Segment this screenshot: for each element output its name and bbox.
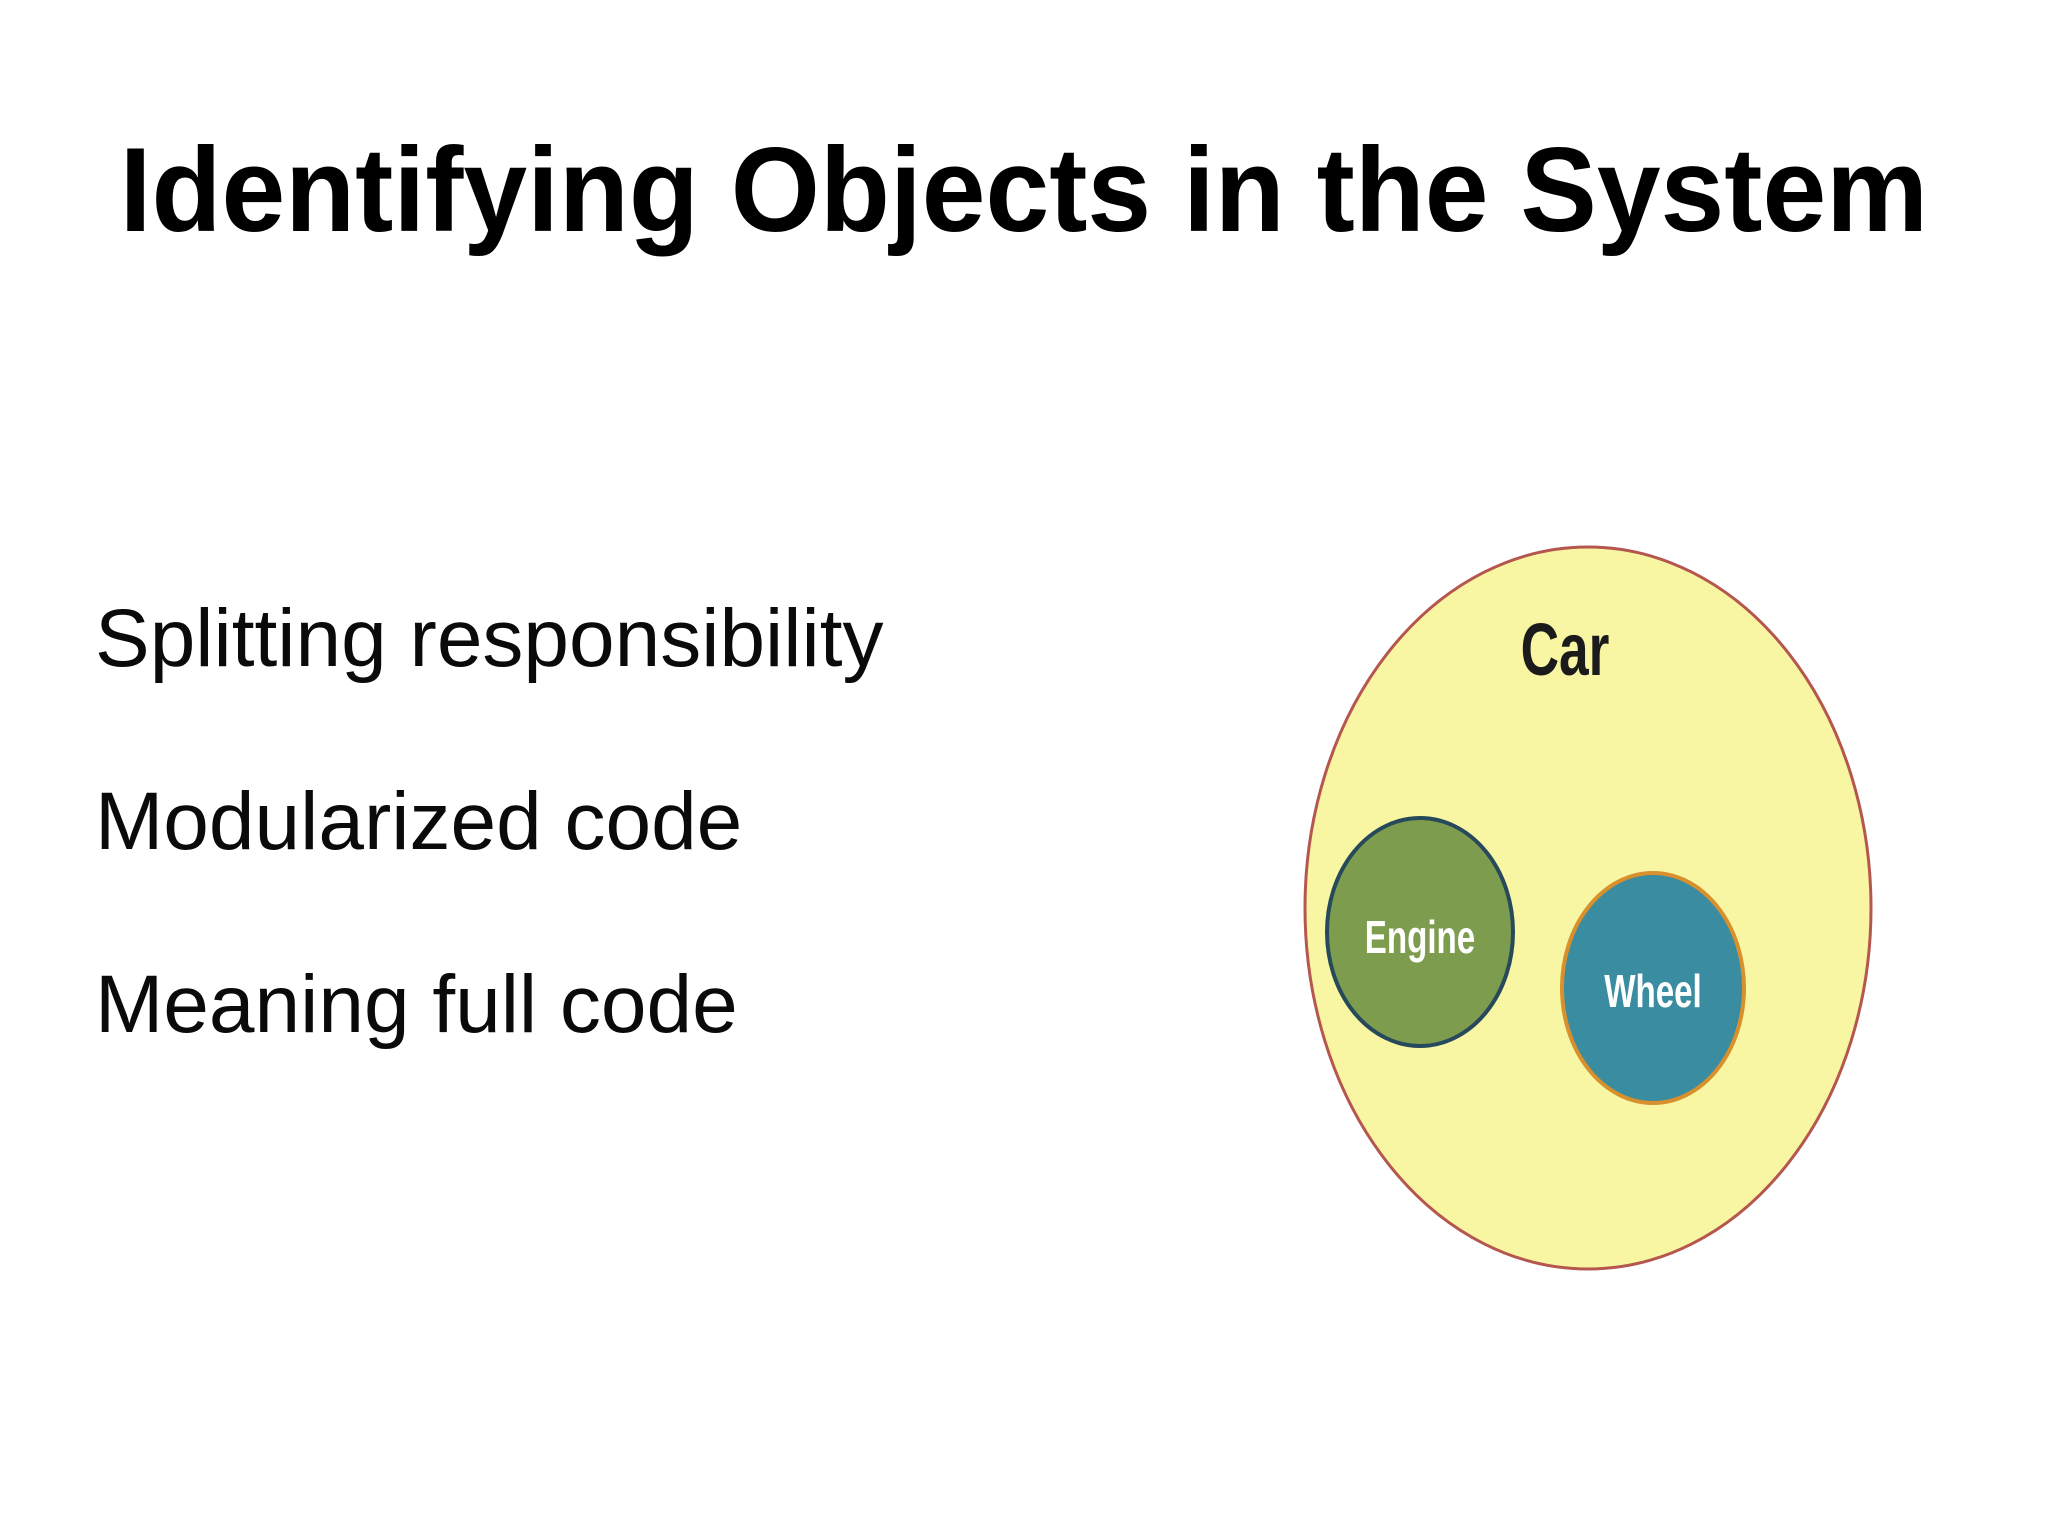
wheel-ellipse [1560, 871, 1746, 1105]
bullet-item: Modularized code [95, 776, 743, 867]
page-title: Identifying Objects in the System [0, 118, 2048, 262]
bullet-item: Meaning full code [95, 959, 738, 1050]
engine-label: Engine [1364, 911, 1476, 963]
car-label: Car [1520, 608, 1610, 691]
engine-ellipse [1325, 816, 1515, 1048]
bullet-item: Splitting responsibility [95, 593, 884, 684]
wheel-label: Wheel [1604, 965, 1702, 1017]
page-title-text: Identifying Objects in the System [119, 123, 1929, 257]
